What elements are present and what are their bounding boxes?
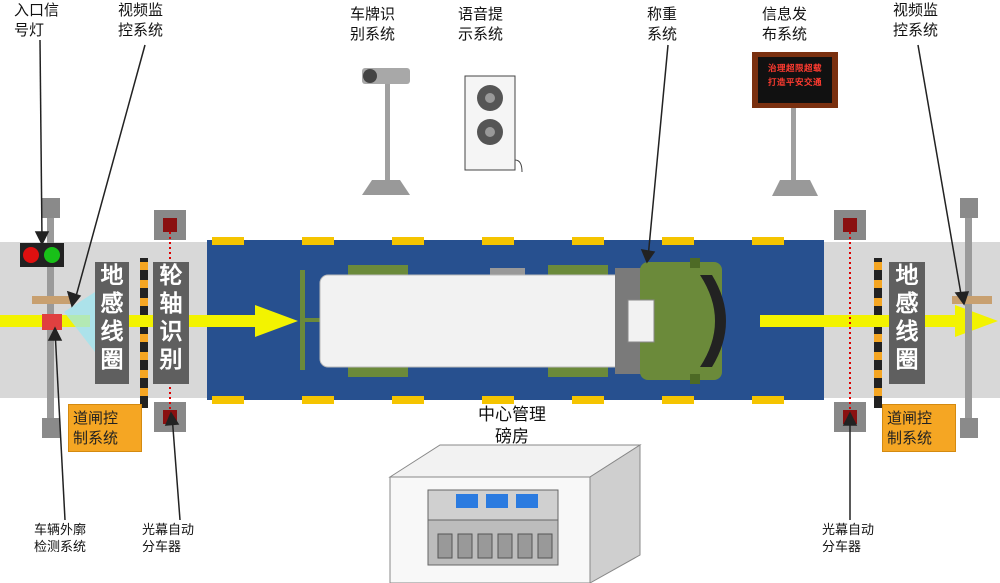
label-video-monitor-left: 视频监 控系统 [118,1,164,39]
truck [300,258,726,384]
label-light-curtain-right: 光幕自动 分车器 [822,523,875,555]
gate-control-left: 道闸控 制系统 [68,404,142,452]
label-control-room: 中心管理 磅房 [478,405,546,447]
label-weighing-system: 称重 系统 [647,5,678,43]
video-pole-right [952,198,992,438]
platform-dashes [212,237,784,404]
camera-stand [362,68,410,195]
label-light-curtain-left: 光幕自动 分车器 [142,523,195,555]
label-voice-prompt: 语音提 示系统 [458,5,504,43]
hazard-stripe-left [140,258,148,408]
label-info-release: 信息发 布系统 [762,5,808,43]
speaker [464,75,523,173]
axle-recognition: 轮 轴 识 别 [153,262,189,384]
ground-coil-right: 地 感 线 圈 [889,262,925,384]
hazard-stripe-right [874,258,882,408]
pointer-lines [34,39,970,521]
label-entrance-light: 入口信 号灯 [14,1,60,39]
label-video-monitor-right: 视频监 控系统 [893,1,939,39]
info-sign [752,52,838,196]
ground-coil-left: 地 感 线 圈 [95,262,129,384]
control-room-building [388,444,642,583]
gate-control-right: 道闸控 制系统 [882,404,956,452]
label-plate-recognition: 车牌识 别系统 [350,5,396,43]
sign-display-text: 治理超限超载 打造平安交通 [767,64,822,88]
label-outline-detection: 车辆外廓 检测系统 [34,523,87,555]
